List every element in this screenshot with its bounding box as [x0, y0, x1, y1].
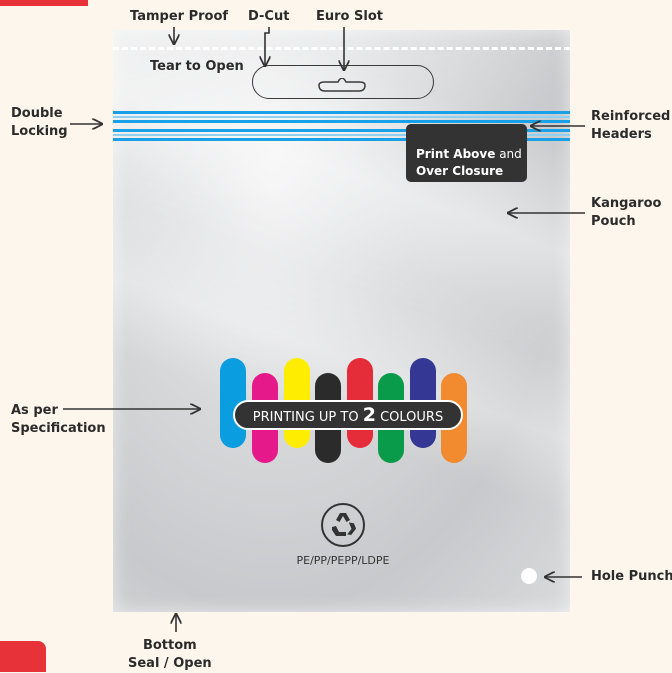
printing-banner: PRINTING UP TO 2 COLOURS	[233, 400, 463, 430]
print-above-box: Print Above and Over Closure	[406, 124, 527, 182]
euro-slot-icon	[318, 78, 366, 92]
kangaroo-line2: Pouch	[591, 214, 636, 229]
banner-prefix: PRINTING UP TO	[252, 410, 363, 425]
kangaroo-line1: Kangaroo	[591, 196, 662, 211]
reinforced-line1: Reinforced	[591, 109, 671, 124]
kangaroo-pouch-label: Kangaroo Pouch	[591, 195, 661, 231]
d-cut-label: D-Cut	[248, 9, 290, 24]
euro-slot-label: Euro Slot	[316, 9, 383, 24]
print-above-bold: Print Above	[416, 147, 496, 161]
corner-tab-bottom	[0, 641, 46, 672]
zip-line	[113, 138, 570, 141]
corner-tab-top	[0, 0, 88, 6]
zip-line	[113, 134, 570, 136]
double-locking-line1: Double	[11, 106, 63, 121]
recycle-icon	[321, 503, 365, 547]
material-label: PE/PP/PEPP/LDPE	[296, 554, 390, 567]
double-locking-line2: Locking	[11, 124, 68, 139]
zip-line	[113, 129, 570, 132]
specification-label: As per Specification	[11, 402, 106, 438]
double-locking-label: Double Locking	[11, 105, 68, 141]
hole-punch	[521, 568, 537, 584]
banner-number: 2	[362, 404, 376, 426]
tear-to-open-label: Tear to Open	[150, 59, 244, 74]
tear-line	[113, 47, 570, 50]
over-closure-bold: Over Closure	[416, 164, 504, 178]
reinforced-headers-label: Reinforced Headers	[591, 108, 670, 144]
hole-punch-label: Hole Punch	[591, 569, 672, 584]
spec-line2: Specification	[11, 421, 106, 436]
tamper-proof-label: Tamper Proof	[130, 9, 229, 24]
zip-line	[113, 120, 570, 123]
banner-suffix: COLOURS	[375, 410, 444, 425]
zip-line	[113, 111, 570, 114]
bottom-line2: Seal / Open	[128, 656, 212, 671]
print-above-rest: and	[495, 147, 522, 161]
d-cut-arrow-icon	[265, 27, 269, 66]
reinforced-line2: Headers	[591, 127, 652, 142]
spec-line1: As per	[11, 403, 58, 418]
print-above-text: Print Above and Over Closure	[416, 146, 522, 180]
bottom-line1: Bottom	[142, 638, 197, 653]
bottom-seal-label: Bottom Seal / Open	[128, 637, 212, 673]
zip-line	[113, 116, 570, 118]
